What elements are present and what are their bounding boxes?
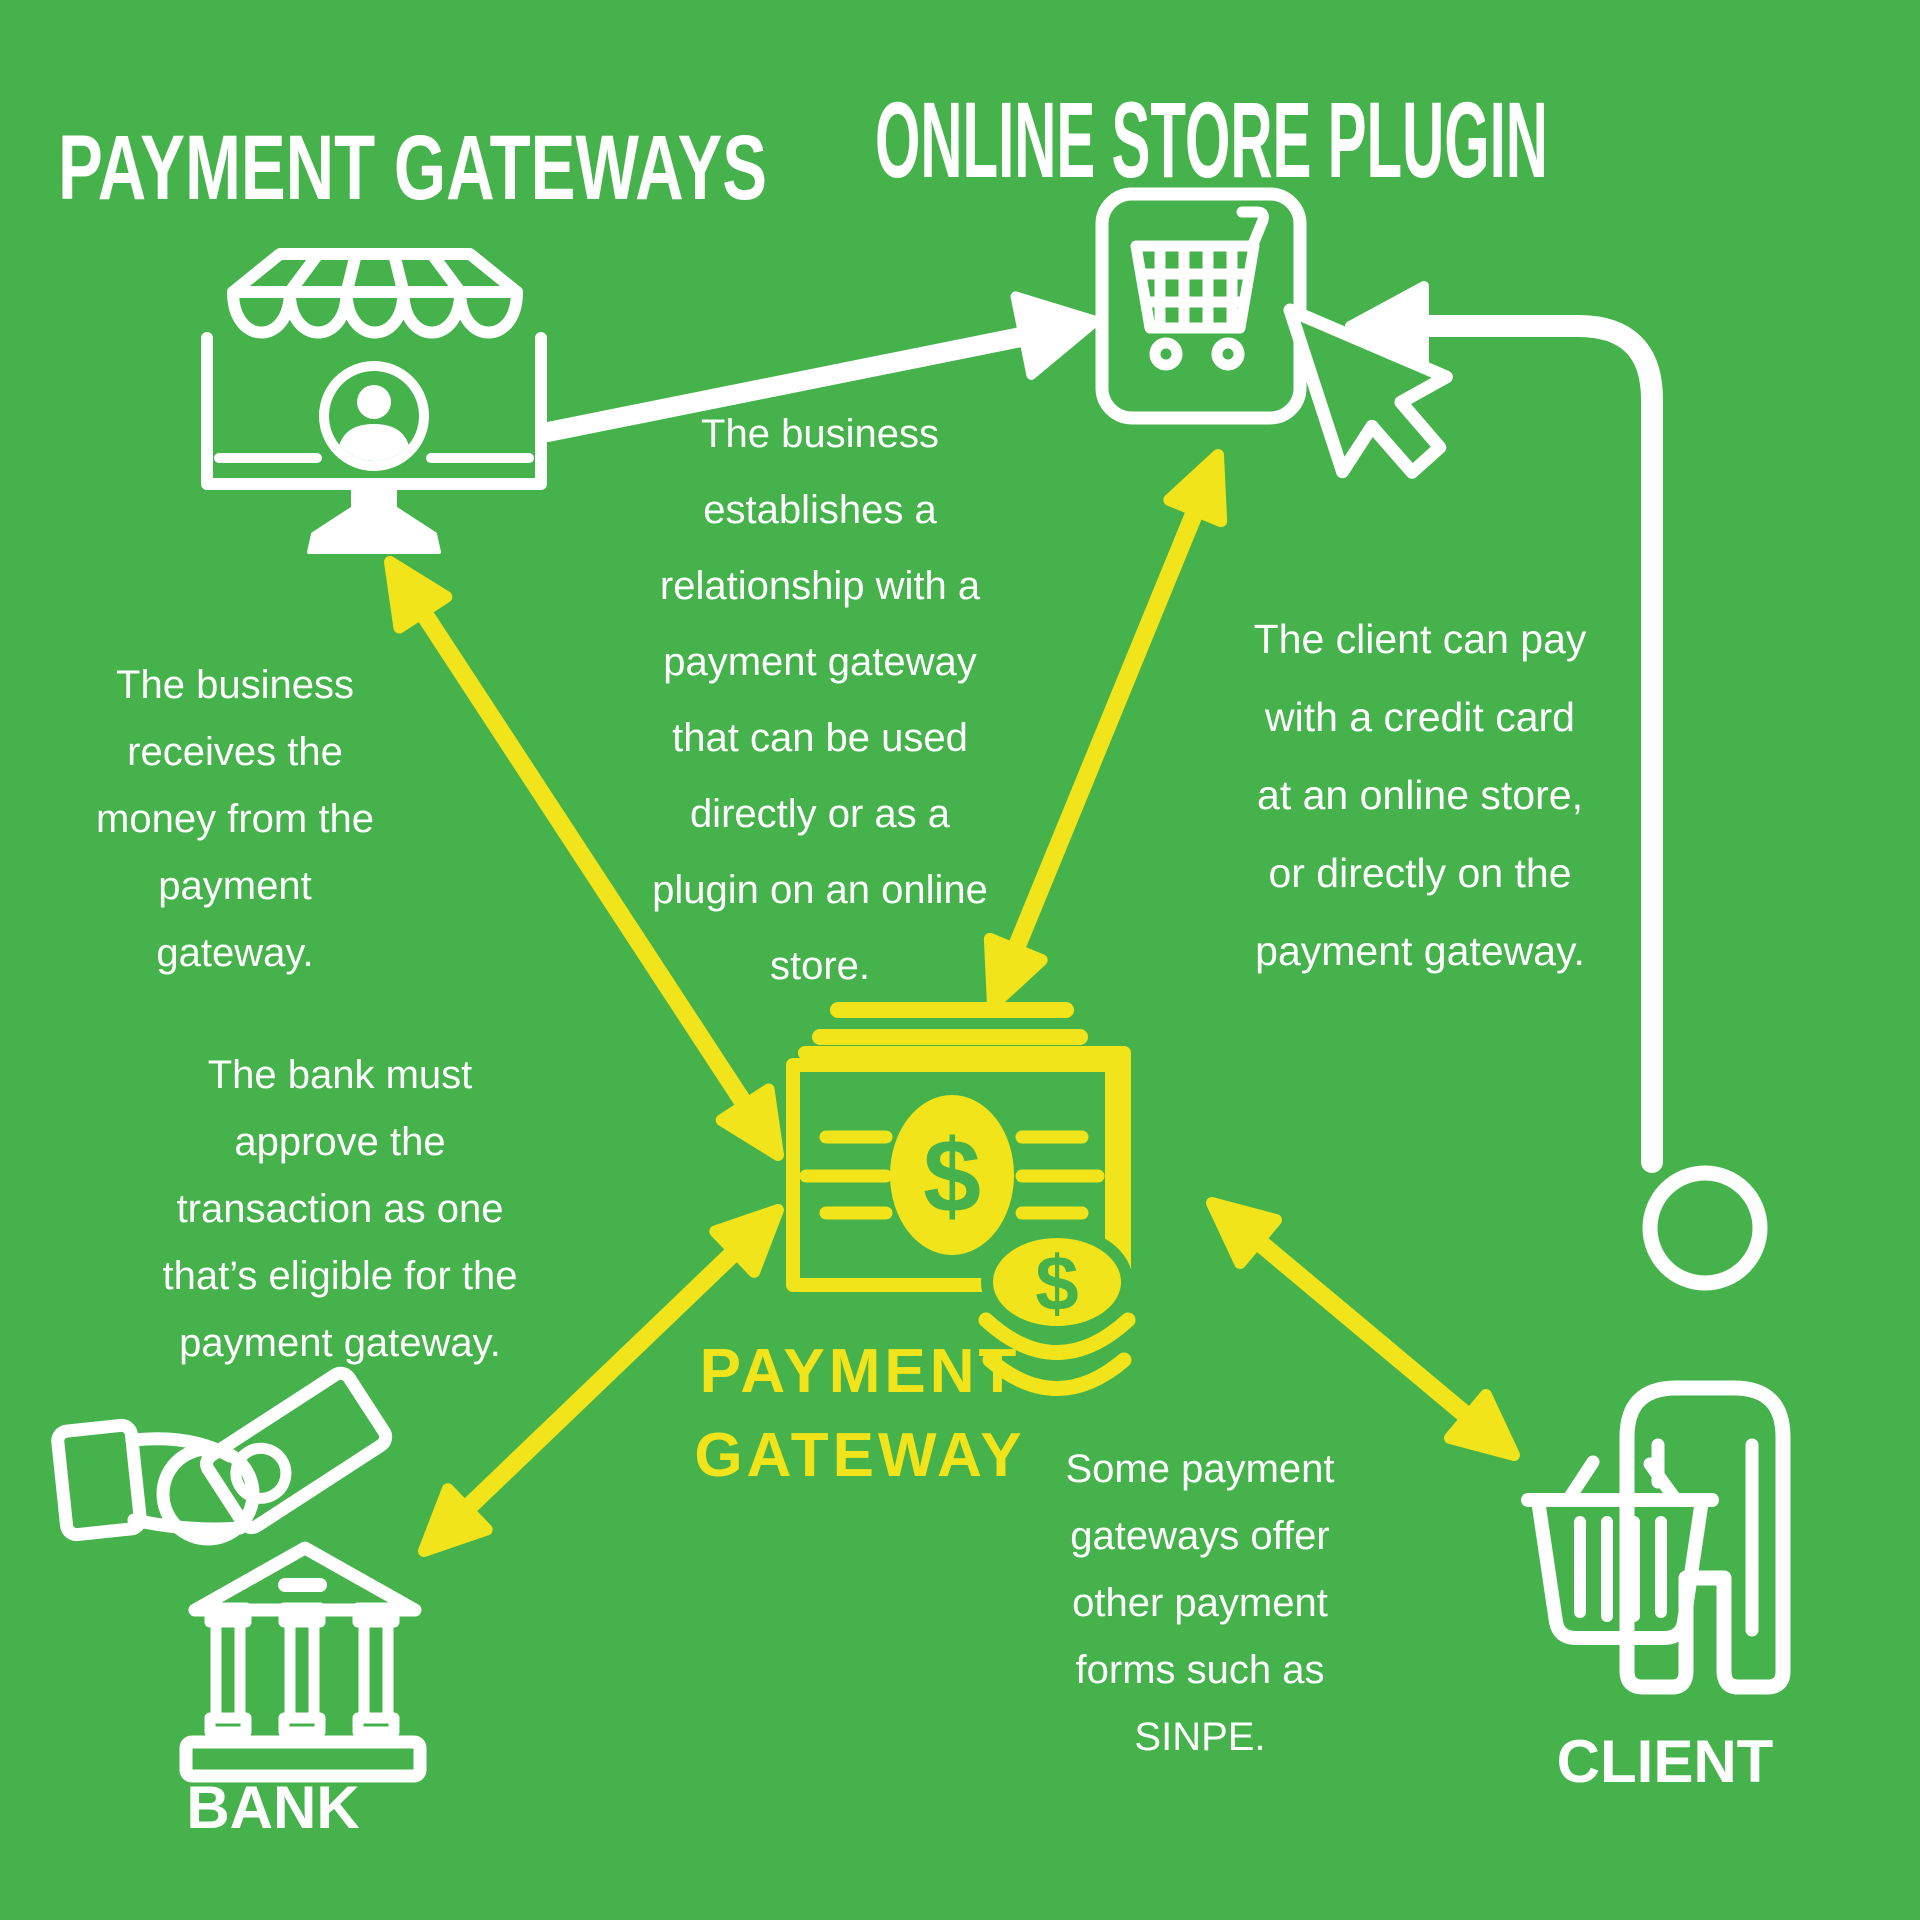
shopping-cart-plugin-icon: [1095, 187, 1453, 479]
plugin-box: [1095, 187, 1307, 425]
coin: [981, 1226, 1133, 1338]
person-basket-icon: [1521, 1165, 1791, 1695]
avatar-person: [337, 385, 411, 461]
coin-dollar-sign: $: [1035, 1239, 1078, 1327]
bank-building: [179, 1541, 427, 1783]
arrow-gateway-client: [1194, 1182, 1532, 1477]
note-client-pays: The client can pay with a credit card at…: [1253, 616, 1587, 974]
monitor-body: [201, 332, 547, 490]
arrow-store-gateway: [367, 547, 802, 1171]
person-body: [1619, 1380, 1791, 1695]
cart-glyph: [1130, 206, 1269, 371]
label-payment-gateway: PAYMENT GATEWAY: [694, 1337, 1026, 1490]
bill-dollar-circle: [890, 1095, 1014, 1255]
note-business-establishes: The business establishes a relationship …: [652, 412, 988, 988]
note-other-forms: Some payment gateways offer other paymen…: [1065, 1447, 1335, 1759]
title-online-store-plugin: ONLINE STORE PLUGIN: [875, 79, 1548, 200]
arrow-plugin-gateway: [967, 444, 1244, 1015]
hand-money-icon: [51, 1366, 393, 1546]
money-bill-coins-icon: $ $: [786, 1002, 1136, 1396]
label-bank: BANK: [186, 1774, 360, 1841]
bill-dollar-sign: $: [923, 1119, 981, 1235]
bill-speed-lines: [799, 1130, 1105, 1220]
bill-front: [786, 1058, 1119, 1292]
bill-back: [798, 1046, 1131, 1280]
person-head: [1642, 1165, 1768, 1291]
coin-stack-arcs: [978, 1312, 1136, 1396]
arrow-client-to-plugin: [1350, 286, 1663, 1173]
title-payment-gateways: PAYMENT GATEWAYS: [58, 117, 768, 219]
shopping-basket: [1521, 1455, 1719, 1645]
note-bank-approves: The bank must approve the transaction as…: [162, 1053, 518, 1365]
note-business-receives: The business receives the money from the…: [96, 663, 374, 975]
arrow-store-to-plugin: [538, 282, 1104, 442]
motion-lines-top: [812, 1002, 1088, 1045]
arrow-bank-gateway: [405, 1190, 798, 1571]
bank-building-hand-icon: [51, 1366, 427, 1783]
storefront-monitor-icon: [201, 248, 547, 554]
monitor-stand: [307, 488, 441, 554]
label-client: CLIENT: [1556, 1728, 1774, 1795]
awning-scallops: [227, 286, 523, 339]
cursor-icon: [1283, 303, 1453, 479]
